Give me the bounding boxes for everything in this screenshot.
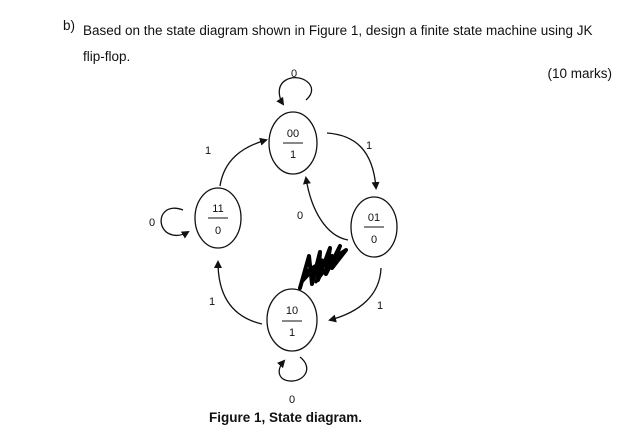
transition-00-self: 0: [276, 68, 313, 106]
transition-00-self-label: 0: [291, 68, 297, 80]
state-10-output: 1: [289, 327, 295, 339]
transition-10-to-11-label: 1: [209, 296, 215, 308]
state-01-name: 01: [368, 212, 380, 224]
state-01: 01 0: [350, 196, 398, 258]
transition-11-to-00: 1: [205, 137, 268, 187]
transition-11-self: 0: [149, 207, 190, 239]
transition-10-self: 0: [277, 356, 308, 406]
state-10-name: 10: [286, 305, 298, 317]
transition-00-to-01: 1: [326, 132, 380, 190]
transition-01-to-10: 1: [328, 267, 383, 323]
state-11-output: 0: [215, 225, 221, 237]
state-00-output: 1: [290, 149, 296, 161]
state-00: 00 1: [268, 111, 318, 175]
state-00-name: 00: [287, 128, 299, 140]
transition-11-to-00-label: 1: [205, 145, 211, 157]
question-label: b): [63, 18, 76, 33]
question-text: Based on the state diagram shown in Figu…: [83, 23, 593, 64]
figure-caption: Figure 1, State diagram.: [209, 410, 363, 425]
state-11-name: 11: [212, 203, 223, 215]
transition-10-to-11: 1: [209, 260, 263, 325]
scribble-mark: [298, 244, 348, 290]
transition-11-self-label: 0: [149, 217, 155, 229]
state-01-output: 0: [371, 234, 377, 246]
state-11: 11 0: [194, 187, 242, 249]
transition-10-self-label: 0: [289, 394, 295, 406]
marks-label: (10 marks): [547, 66, 612, 81]
state-10: 10 1: [266, 288, 318, 352]
transition-01-to-00: 0: [297, 176, 349, 241]
transition-00-to-01-label: 1: [366, 140, 372, 152]
transition-01-to-10-label: 1: [377, 300, 383, 312]
transition-01-to-00-label: 0: [297, 210, 303, 222]
